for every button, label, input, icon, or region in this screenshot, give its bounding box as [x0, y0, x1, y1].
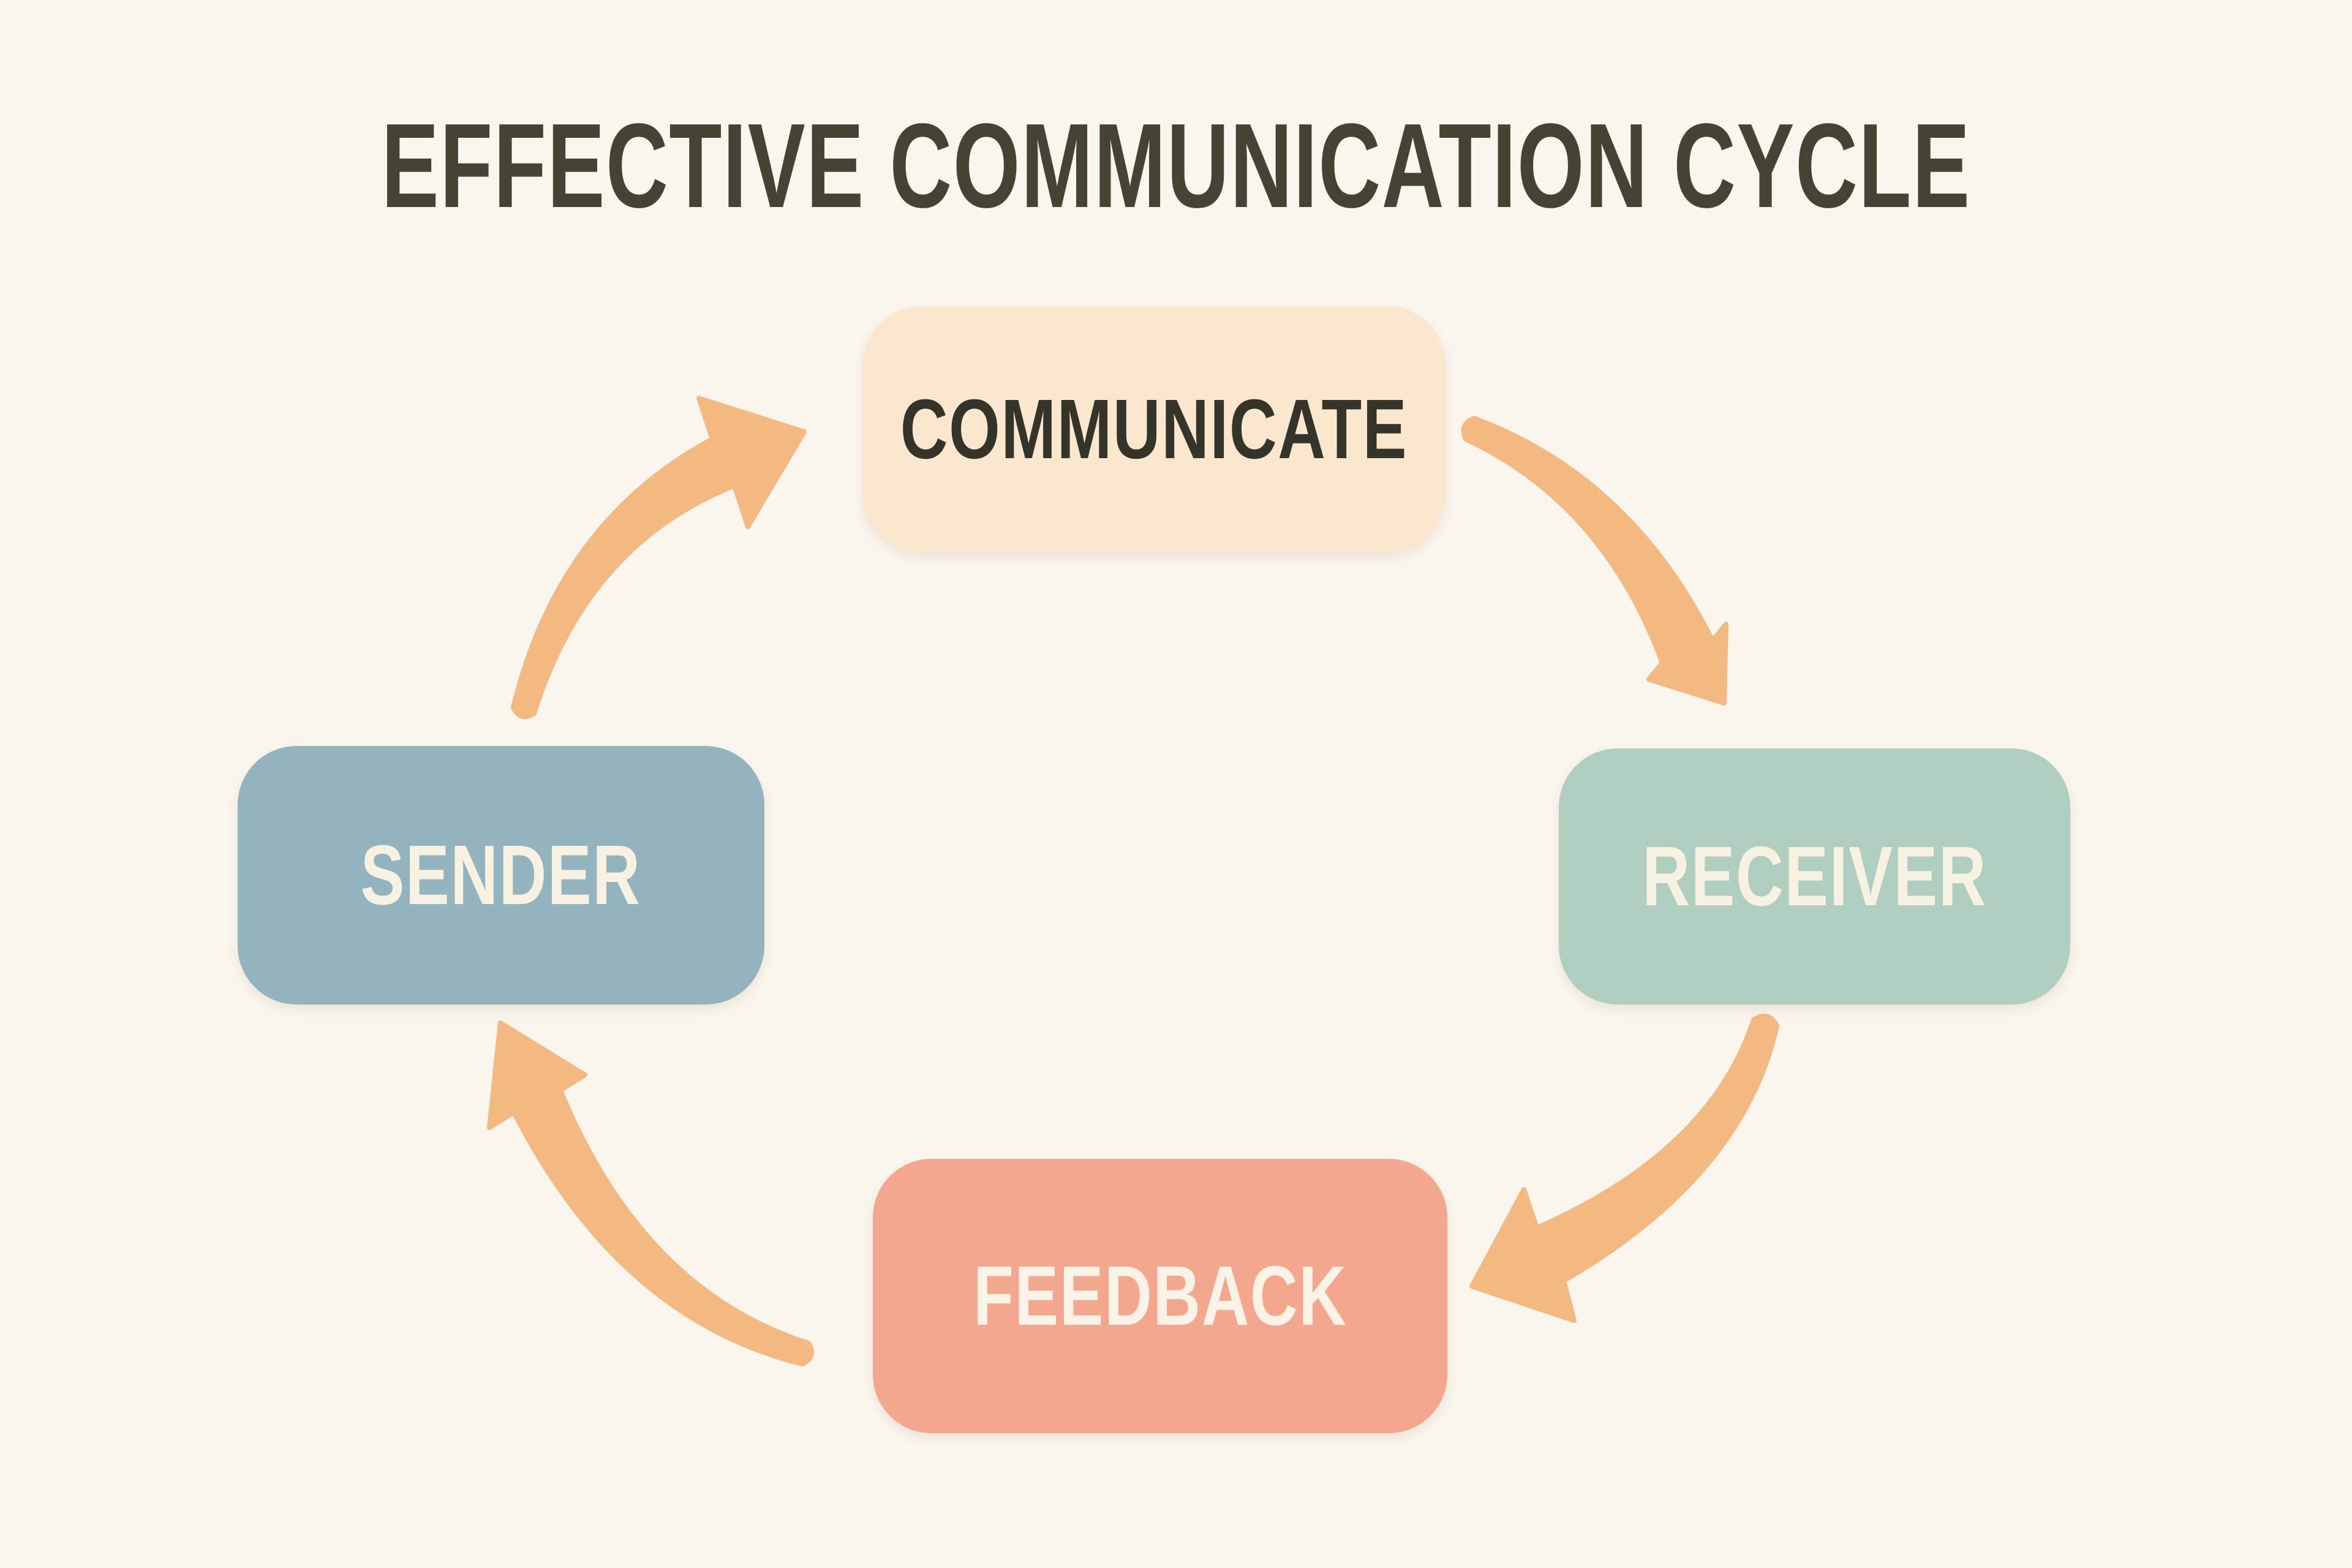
node-communicate: COMMUNICATE [862, 306, 1446, 552]
node-feedback-label: FEEDBACK [973, 1248, 1348, 1343]
node-sender-label: SENDER [361, 827, 641, 922]
page-title-text: EFFECTIVE COMMUNICATION CYCLE [381, 98, 1971, 233]
arrow-feedback-to-sender-icon [487, 1020, 815, 1366]
node-receiver: RECEIVER [1559, 748, 2070, 1005]
page-title: EFFECTIVE COMMUNICATION CYCLE [0, 99, 2352, 233]
node-sender: SENDER [238, 746, 764, 1005]
node-feedback: FEEDBACK [873, 1159, 1447, 1433]
node-receiver-label: RECEIVER [1642, 829, 1987, 924]
node-communicate-label: COMMUNICATE [900, 382, 1408, 477]
arrow-receiver-to-feedback-icon [1469, 1013, 1779, 1323]
arrow-communicate-to-receiver-icon [1461, 416, 1728, 706]
arrow-sender-to-communicate-icon [511, 396, 807, 720]
